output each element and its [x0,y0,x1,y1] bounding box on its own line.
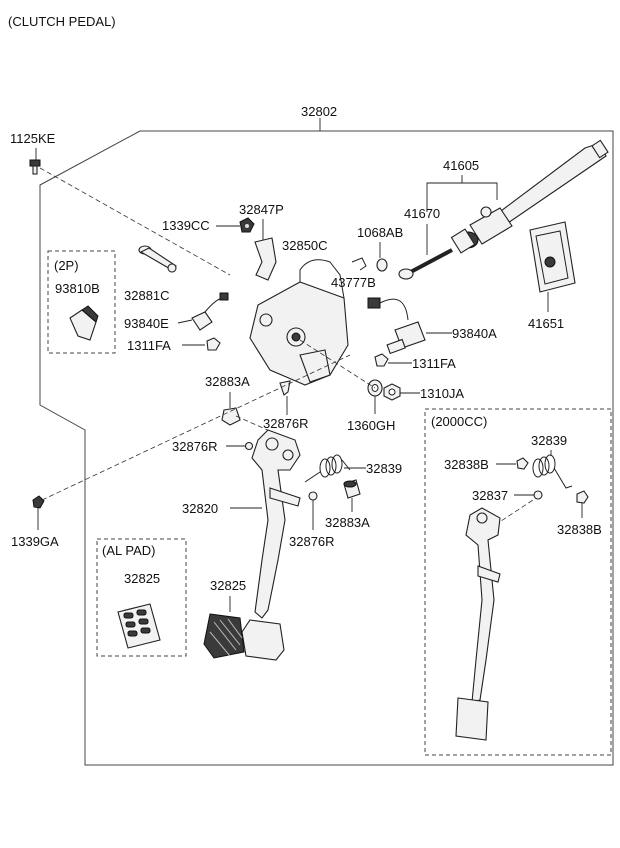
assembly-frame [39,130,614,766]
bushing-32883A-top [221,407,241,426]
switch-93840E [191,292,229,331]
option-box-2000cc [424,408,612,756]
label-32876R-bottom: 32876R [289,534,335,549]
label-32881C: 32881C [124,288,170,303]
diagram-title: (CLUTCH PEDAL) [8,14,116,29]
nut-1311FA-right [374,353,389,367]
switch-93840A [367,297,426,355]
label-41605: 41605 [443,158,479,173]
label-32839-main: 32839 [366,461,402,476]
bolt-32881C [138,245,177,273]
label-1125KE: 1125KE [10,131,56,146]
label-32883A-bottom: 32883A [325,515,370,530]
pedal-arm-32820 [251,429,301,619]
label-32838B-bottom: 32838B [557,522,602,537]
nut-1339CC [239,217,255,233]
pin-32837 [533,490,543,500]
rivet-32876R-top [279,380,291,396]
master-cylinder-41605 [450,139,609,254]
label-93840E: 93840E [124,316,169,331]
label-32820: 32820 [182,501,218,516]
pedal-arm-2000cc [455,507,501,741]
label-al-pad: (AL PAD) [102,543,155,558]
label-32876R-top: 32876R [263,416,309,431]
label-1311FA-right: 1311FA [412,356,456,371]
label-32839-box: 32839 [531,433,567,448]
pedal-pad-32825 [203,613,245,659]
label-32838B-top: 32838B [444,457,489,472]
label-32847P: 32847P [239,202,284,217]
label-93840A: 93840A [452,326,497,341]
spring-32839-2000cc [532,454,573,489]
pedal-face [241,619,285,661]
nut-1310JA [383,383,401,401]
label-2P: (2P) [54,258,79,273]
label-41651: 41651 [528,316,564,331]
label-1311FA-left: 1311FA [127,338,171,353]
nut-1311FA-left [206,337,221,351]
label-32837: 32837 [472,488,508,503]
washer-1068AB [376,258,388,272]
label-32802: 32802 [301,104,337,119]
option-box-2p [47,250,116,354]
push-rod-41670 [398,248,453,280]
label-1068AB: 1068AB [357,225,403,240]
label-1310JA: 1310JA [420,386,464,401]
label-32825-box: 32825 [124,571,160,586]
label-1339CC: 1339CC [162,218,210,233]
nut-1339GA [32,495,45,509]
pedal-bracket-32850C [249,259,349,386]
label-32850C: 32850C [282,238,328,253]
label-32876R-left: 32876R [172,439,218,454]
cover-41651 [529,221,576,293]
label-1339GA: 1339GA [11,534,59,549]
nut-32838B-bottom [576,490,589,504]
label-2000CC: (2000CC) [431,414,487,429]
spring-32839 [304,454,351,483]
label-32825-main: 32825 [210,578,246,593]
label-43777B: 43777B [331,275,376,290]
nut-32838B-top [516,457,529,470]
label-1360GH: 1360GH [347,418,395,433]
option-box-al-pad [96,538,187,657]
label-32883A-top: 32883A [205,374,250,389]
al-pedal-pad-32825 [117,603,161,649]
bracket-32847P [254,237,277,281]
pin-32876R-bottom [308,491,318,501]
label-41670: 41670 [404,206,440,221]
pin-43777B [351,257,367,271]
switch-93810B [69,305,99,341]
pin-32876R-left [244,441,254,451]
label-93810B: 93810B [55,281,100,296]
bushing-32883A-bottom [343,479,361,499]
bolt-1125KE [29,159,41,175]
